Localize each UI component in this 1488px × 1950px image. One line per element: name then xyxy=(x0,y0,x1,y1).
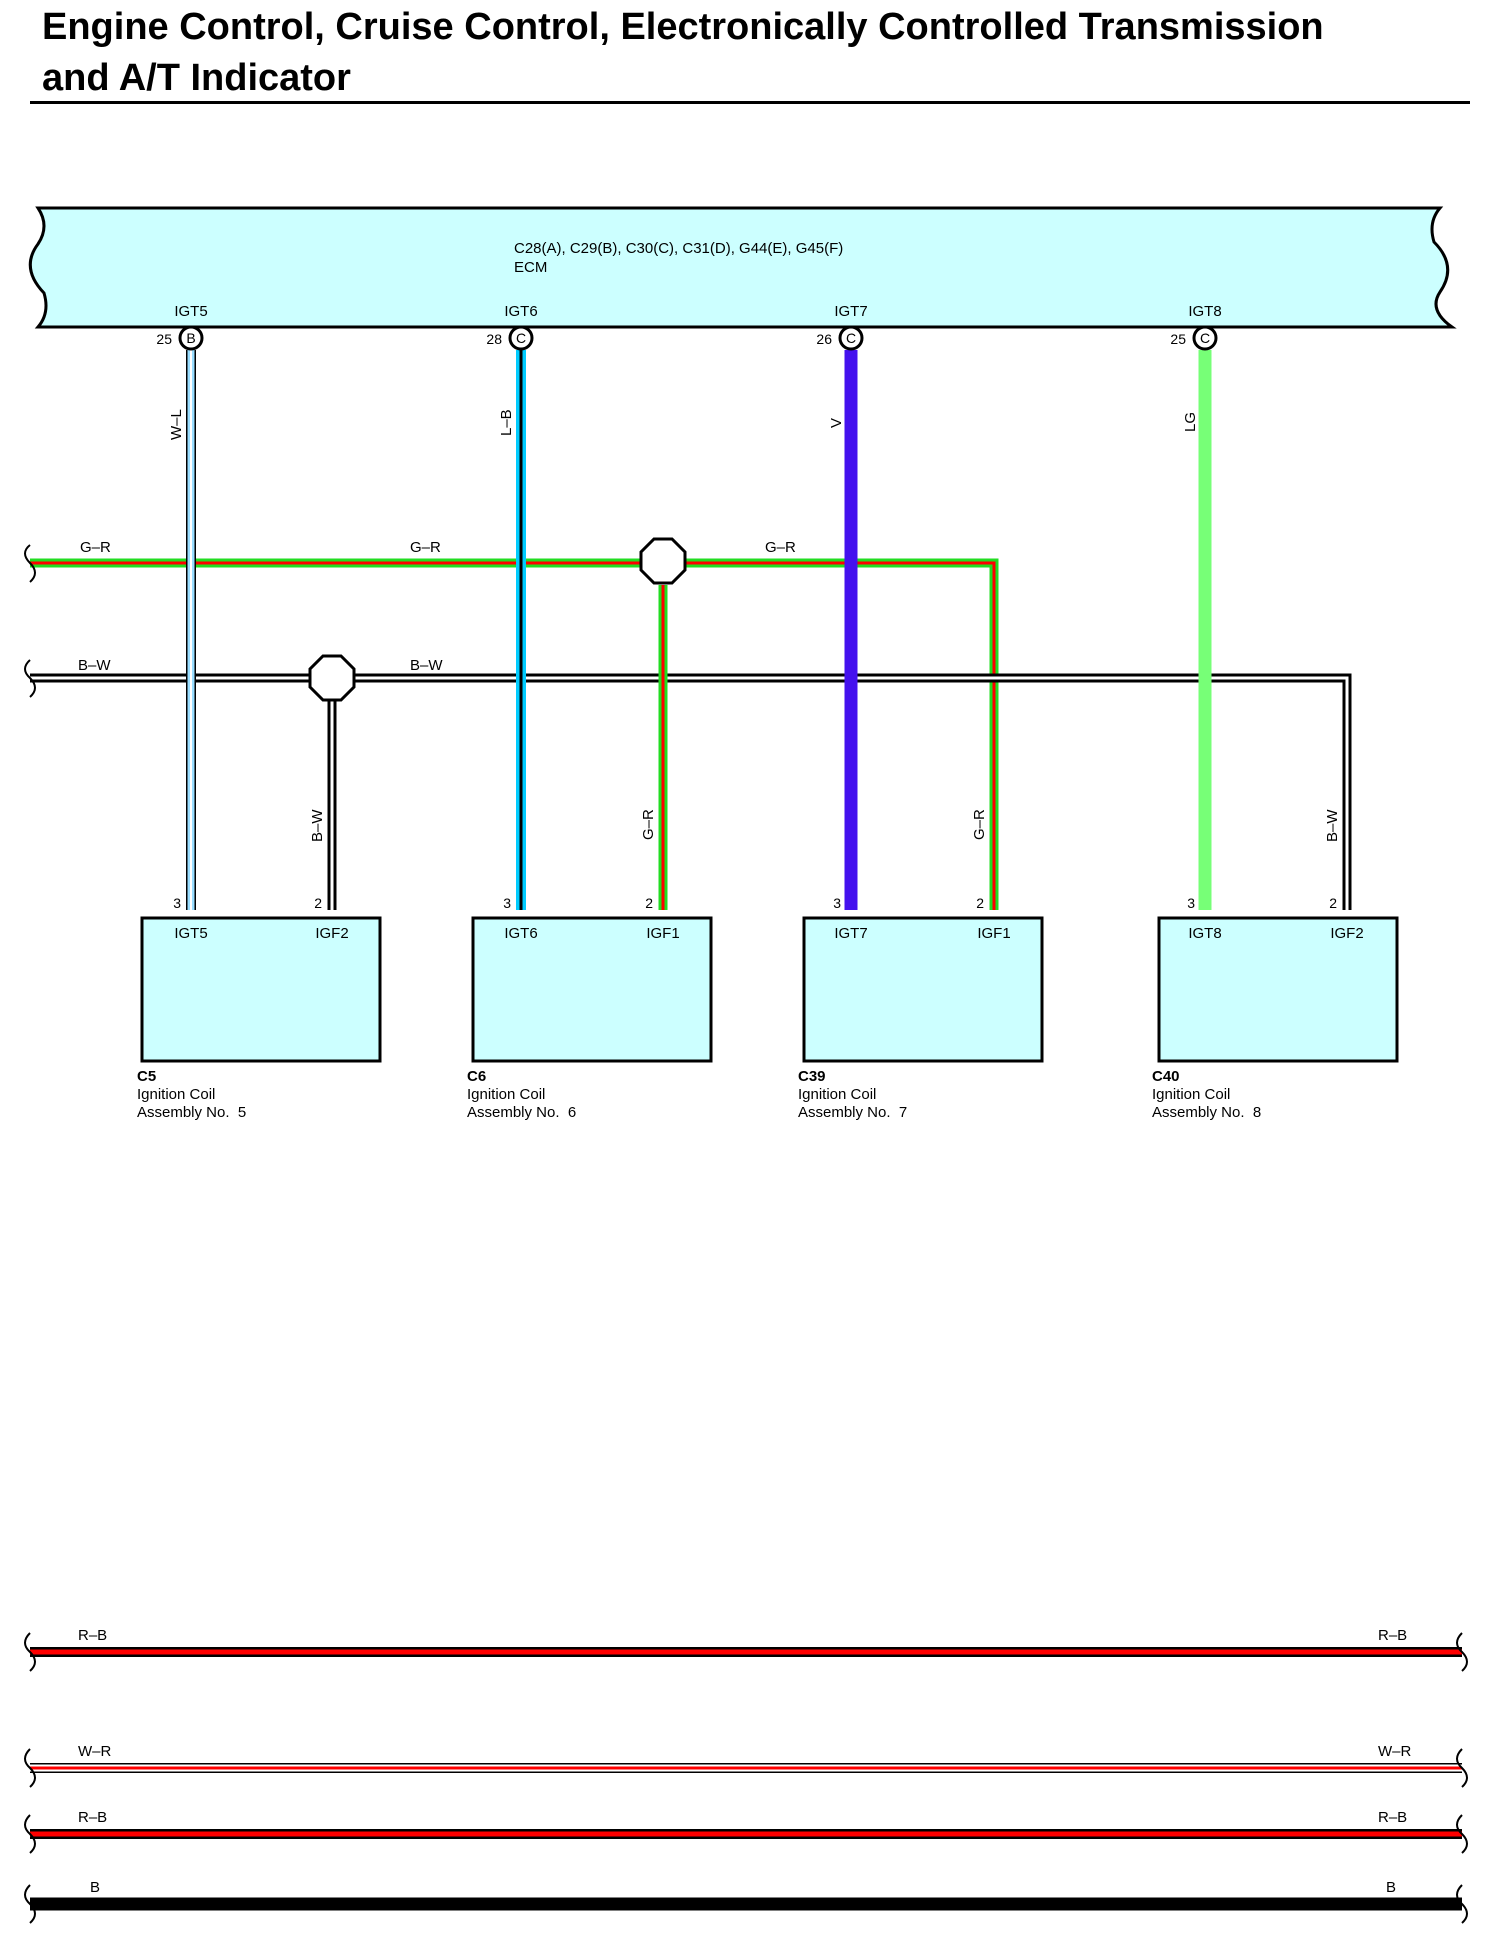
ecm-body xyxy=(28,206,1457,329)
wire-label-bw-1: B–W xyxy=(78,657,111,674)
wire-label-bw-coil8: B–W xyxy=(1324,809,1341,842)
pass-through-wire-b: B B xyxy=(24,1879,1468,1924)
pass-through-label-right: W–R xyxy=(1378,1743,1412,1760)
wire-label-bw-drop: B–W xyxy=(309,809,326,842)
ecm-terminal-circle xyxy=(1192,325,1218,351)
coil-name: Ignition Coil xyxy=(137,1086,215,1103)
coil-assembly: Assembly No. 8 xyxy=(1152,1104,1261,1121)
ecm-terminal-pin: 25 xyxy=(156,331,172,347)
pass-through-wire-r-b-2: R–B R–B xyxy=(24,1809,1468,1854)
wire-label-v: V xyxy=(828,418,845,428)
ecm-terminal-name: IGT8 xyxy=(1188,303,1221,320)
ecm-terminal-pin: 28 xyxy=(486,331,502,347)
coil-id: C39 xyxy=(798,1068,826,1085)
wire-break-mark xyxy=(24,659,36,698)
ecm-terminal-pin: 25 xyxy=(1170,331,1186,347)
ecm-terminal-name: IGT7 xyxy=(834,303,867,320)
coil-pin-left: 3 xyxy=(173,895,181,911)
ecm-terminal-connector: C xyxy=(1200,330,1210,346)
title-rule xyxy=(30,101,1470,104)
ecm-terminals: B C C C 25 28 26 25 IGT5 IGT6 IGT7 IGT8 xyxy=(156,303,1222,351)
coil-terminal-right: IGF1 xyxy=(646,925,679,942)
coil-pin-right: 2 xyxy=(1329,895,1337,911)
wire-break-mark xyxy=(24,544,36,583)
ecm-terminal-circle xyxy=(838,325,864,351)
pass-through-label-left: R–B xyxy=(78,1809,107,1826)
pass-through-label-right: R–B xyxy=(1378,1809,1407,1826)
wire-label-lg: LG xyxy=(1182,412,1199,432)
bw-bus-wire xyxy=(30,673,1352,910)
ecm-connectors: C28(A), C29(B), C30(C), C31(D), G44(E), … xyxy=(514,240,843,257)
coil-pin-left: 3 xyxy=(833,895,841,911)
pass-through-label-left: R–B xyxy=(78,1627,107,1644)
coil-name: Ignition Coil xyxy=(798,1086,876,1103)
coil-pin-right: 2 xyxy=(645,895,653,911)
coil-terminal-right: IGF2 xyxy=(1330,925,1363,942)
ecm-terminal-circle xyxy=(508,325,534,351)
wire-label-gr-coil7: G–R xyxy=(971,809,988,840)
wire-label-gr-drop: G–R xyxy=(640,809,657,840)
wire-label-bw-2: B–W xyxy=(410,657,443,674)
pass-through-wire-r-b-1: R–B R–B xyxy=(24,1627,1468,1672)
wire-label-gr-3: G–R xyxy=(765,539,796,556)
coil-terminal-right: IGF2 xyxy=(315,925,348,942)
ecm-block: C28(A), C29(B), C30(C), C31(D), G44(E), … xyxy=(28,206,1457,329)
coil-terminal-left: IGT6 xyxy=(504,925,537,942)
coil-pin-right: 2 xyxy=(314,895,322,911)
coil-assembly: Assembly No. 7 xyxy=(798,1104,907,1121)
ecm-terminal-connector: C xyxy=(516,330,526,346)
gr-bus-wire xyxy=(30,558,999,910)
wire-label-gr-2: G–R xyxy=(410,539,441,556)
wire-label-l-b: L–B xyxy=(498,409,515,436)
pass-through-label-right: R–B xyxy=(1378,1627,1407,1644)
pass-through-wire-w-r: W–R W–R xyxy=(24,1743,1468,1788)
wire-label-gr-1: G–R xyxy=(80,539,111,556)
pass-through-label-right: B xyxy=(1386,1879,1396,1896)
coil-terminal-right: IGF1 xyxy=(977,925,1010,942)
pass-through-label-left: W–R xyxy=(78,1743,112,1760)
wire-label-w-l: W–L xyxy=(168,409,185,440)
splice-bw xyxy=(308,654,356,702)
coil-assembly: Assembly No. 5 xyxy=(137,1104,246,1121)
coil-c40: 3 2 IGT8 IGF2 C40 Ignition Coil Assembly… xyxy=(1152,895,1399,1121)
coil-assembly: Assembly No. 6 xyxy=(467,1104,576,1121)
pass-through-label-left: B xyxy=(90,1879,100,1896)
coil-c39: 3 2 IGT7 IGF1 C39 Ignition Coil Assembly… xyxy=(798,895,1044,1121)
ecm-terminal-name: IGT5 xyxy=(174,303,207,320)
coil-pin-left: 3 xyxy=(1187,895,1195,911)
coil-name: Ignition Coil xyxy=(467,1086,545,1103)
title-line-2: and A/T Indicator xyxy=(42,57,351,99)
coil-pin-right: 2 xyxy=(976,895,984,911)
coil-terminal-left: IGT8 xyxy=(1188,925,1221,942)
ecm-name: ECM xyxy=(514,259,547,276)
coil-terminal-left: IGT7 xyxy=(834,925,867,942)
coil-name: Ignition Coil xyxy=(1152,1086,1230,1103)
coil-id: C5 xyxy=(137,1068,156,1085)
coil-id: C40 xyxy=(1152,1068,1180,1085)
ecm-terminal-circle xyxy=(178,325,204,351)
ecm-terminal-name: IGT6 xyxy=(504,303,537,320)
coil-terminal-left: IGT5 xyxy=(174,925,207,942)
title-line-1: Engine Control, Cruise Control, Electron… xyxy=(42,6,1324,48)
coil-pin-left: 3 xyxy=(503,895,511,911)
ecm-terminal-connector: B xyxy=(186,330,195,346)
ecm-terminal-pin: 26 xyxy=(816,331,832,347)
page-title: Engine Control, Cruise Control, Electron… xyxy=(42,2,1462,104)
coil-c6: 3 2 IGT6 IGF1 C6 Ignition Coil Assembly … xyxy=(467,895,713,1121)
coil-id: C6 xyxy=(467,1068,486,1085)
coil-c5: 3 2 IGT5 IGF2 C5 Ignition Coil Assembly … xyxy=(137,895,382,1121)
splice-gr xyxy=(639,537,687,585)
ecm-terminal-connector: C xyxy=(846,330,856,346)
